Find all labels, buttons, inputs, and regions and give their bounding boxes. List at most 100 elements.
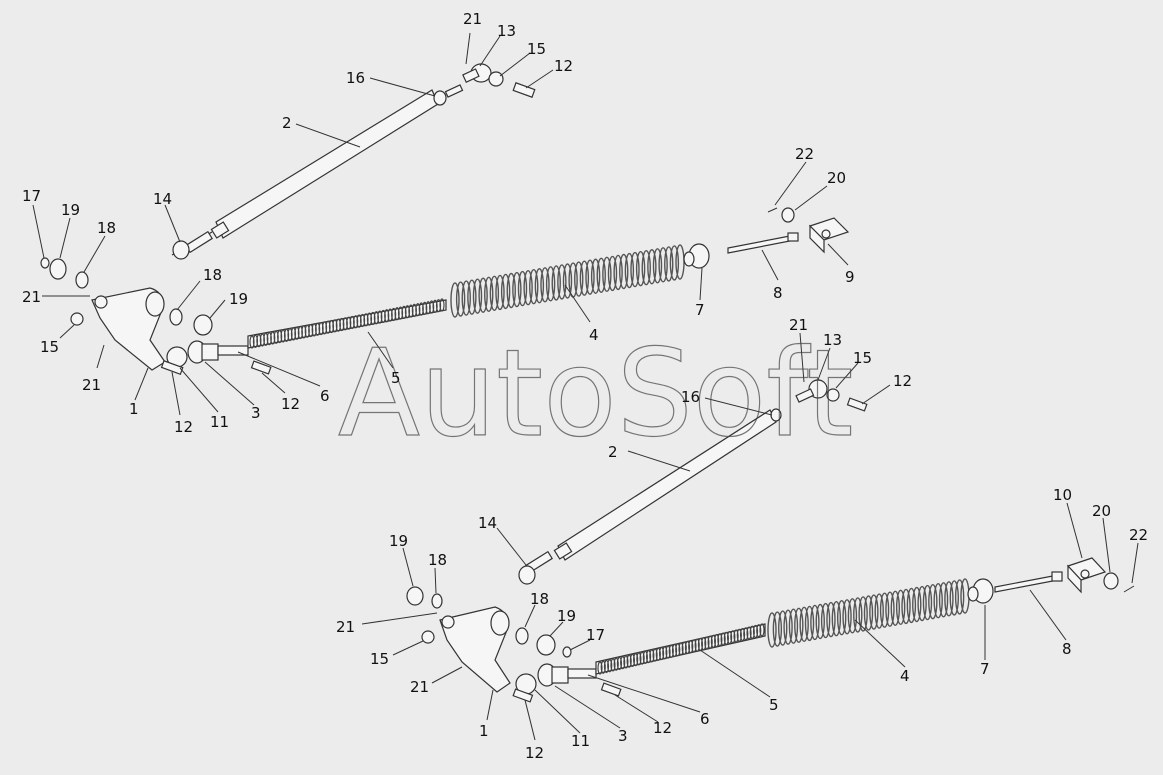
lower-rod-8 bbox=[994, 574, 1059, 593]
callout: 12 bbox=[174, 418, 193, 436]
callout: 16 bbox=[681, 388, 700, 406]
callout: 18 bbox=[530, 590, 549, 608]
ring-18-right bbox=[169, 308, 183, 326]
leader-lines bbox=[32, 32, 1139, 741]
callout: 7 bbox=[980, 660, 990, 678]
callout: 15 bbox=[40, 338, 59, 356]
callout: 7 bbox=[695, 301, 705, 319]
callout: 18 bbox=[428, 551, 447, 569]
callout: 15 bbox=[527, 40, 546, 58]
callout: 19 bbox=[389, 532, 408, 550]
callout: 3 bbox=[618, 727, 628, 745]
bushing-19-left bbox=[49, 258, 67, 280]
callout: 20 bbox=[1092, 502, 1111, 520]
lower-washer-20 bbox=[1103, 572, 1119, 590]
callout: 14 bbox=[478, 514, 497, 532]
callout: 10 bbox=[1053, 486, 1072, 504]
watermark-text: AutoSoft bbox=[338, 325, 853, 464]
callout: 2 bbox=[608, 443, 618, 461]
lower-nut-14 bbox=[518, 565, 536, 585]
ring-17 bbox=[40, 257, 50, 269]
callout: 16 bbox=[346, 69, 365, 87]
callout: 2 bbox=[282, 114, 292, 132]
pin-12-a bbox=[160, 360, 184, 376]
lower-bushing-19-right bbox=[536, 634, 556, 656]
upper-nut-14 bbox=[172, 240, 190, 260]
pin-12-b bbox=[250, 360, 272, 375]
callout: 17 bbox=[22, 187, 41, 205]
callout: 21 bbox=[22, 288, 41, 306]
ring-18-left bbox=[75, 271, 89, 289]
rod-8 bbox=[727, 234, 796, 254]
callout: 19 bbox=[61, 201, 80, 219]
callout: 14 bbox=[153, 190, 172, 208]
callout: 19 bbox=[557, 607, 576, 625]
callout: 11 bbox=[571, 732, 590, 750]
callout: 8 bbox=[1062, 640, 1072, 658]
callout: 6 bbox=[700, 710, 710, 728]
callout: 21 bbox=[789, 316, 808, 334]
lower-spring-4 bbox=[767, 578, 970, 648]
lower-threaded-rod-5 bbox=[595, 623, 766, 675]
callout: 12 bbox=[893, 372, 912, 390]
bushing-19-right bbox=[193, 314, 213, 336]
callout: 13 bbox=[497, 22, 516, 40]
callout: 18 bbox=[203, 266, 222, 284]
callout: 20 bbox=[827, 169, 846, 187]
callout: 19 bbox=[229, 290, 248, 308]
callout: 5 bbox=[391, 369, 401, 387]
cap-7 bbox=[683, 243, 710, 269]
callout: 13 bbox=[823, 331, 842, 349]
block-10 bbox=[1066, 557, 1107, 594]
callout: 6 bbox=[320, 387, 330, 405]
lever-1 bbox=[91, 287, 166, 371]
lower-ring-17 bbox=[562, 646, 572, 658]
block-9 bbox=[808, 217, 850, 254]
callout: 15 bbox=[370, 650, 389, 668]
callout: 17 bbox=[586, 626, 605, 644]
lower-pin-12-top bbox=[846, 397, 868, 412]
callout: 12 bbox=[653, 719, 672, 737]
lower-bushing-19-left bbox=[406, 586, 424, 606]
callout: 15 bbox=[853, 349, 872, 367]
lower-pin-12-a bbox=[512, 688, 534, 703]
callout: 1 bbox=[479, 722, 489, 740]
callout: 11 bbox=[210, 413, 229, 431]
callout: 4 bbox=[589, 326, 599, 344]
callout: 21 bbox=[336, 618, 355, 636]
callout: 5 bbox=[769, 696, 779, 714]
lower-cap-7 bbox=[967, 578, 994, 604]
lower-washer-15 bbox=[421, 630, 435, 644]
lower-lever-1 bbox=[439, 606, 511, 693]
callout: 12 bbox=[281, 395, 300, 413]
upper-assembly bbox=[40, 63, 850, 376]
upper-rod-2 bbox=[171, 89, 439, 256]
threaded-rod-5 bbox=[247, 298, 447, 349]
washer-15 bbox=[70, 312, 84, 326]
callout: 21 bbox=[82, 376, 101, 394]
callout: 21 bbox=[463, 10, 482, 28]
callout: 22 bbox=[795, 145, 814, 163]
lower-end-3 bbox=[537, 663, 597, 687]
callout: 18 bbox=[97, 219, 116, 237]
lower-assembly bbox=[406, 379, 1135, 703]
callout: 3 bbox=[251, 404, 261, 422]
callout-labels: 21 13 15 12 16 2 17 19 18 14 21 18 19 15… bbox=[22, 10, 1148, 762]
lower-fork-13 bbox=[795, 379, 840, 403]
washer-20 bbox=[781, 207, 795, 223]
callout: 8 bbox=[773, 284, 783, 302]
end-3 bbox=[187, 340, 249, 364]
callout: 4 bbox=[900, 667, 910, 685]
callout: 22 bbox=[1129, 526, 1148, 544]
upper-ring-16 bbox=[433, 90, 447, 106]
callout: 1 bbox=[129, 400, 139, 418]
upper-pin-12 bbox=[512, 82, 536, 98]
callout: 12 bbox=[525, 744, 544, 762]
callout: 9 bbox=[845, 268, 855, 286]
callout: 12 bbox=[554, 57, 573, 75]
lower-pin-12-b bbox=[600, 682, 622, 697]
callout: 21 bbox=[410, 678, 429, 696]
lower-ring-18-right bbox=[515, 627, 529, 645]
upper-fork-13 bbox=[462, 63, 504, 87]
